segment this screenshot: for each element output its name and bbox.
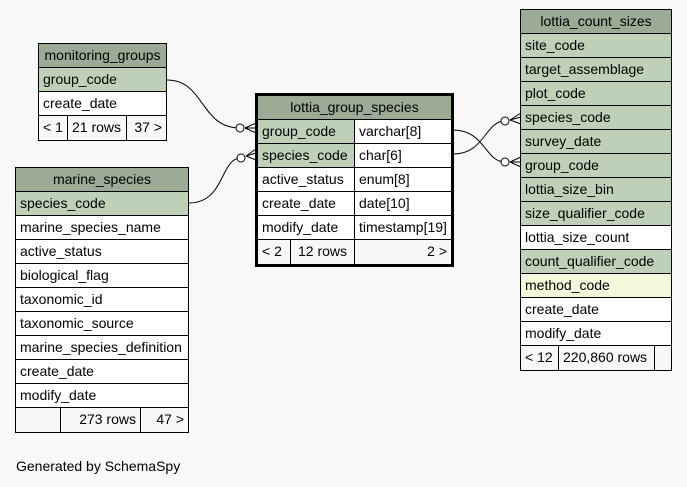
column-biological-flag[interactable]: biological_flag: [16, 264, 188, 288]
column-create-date[interactable]: create_date: [39, 92, 166, 116]
column-type: timestamp[19]: [354, 216, 451, 239]
column-type: char[6]: [354, 144, 451, 167]
parents-link[interactable]: < 2: [262, 243, 282, 259]
parents-link[interactable]: [16, 408, 60, 432]
table-footer: < 12 220,860 rows: [521, 346, 671, 370]
table-title[interactable]: lottia_group_species: [258, 96, 451, 120]
marine-species-table[interactable]: marine_species species_code marine_speci…: [15, 167, 189, 433]
column-taxonomic-source[interactable]: taxonomic_source: [16, 312, 188, 336]
crowfoot-marker: [245, 148, 257, 161]
column-marine-species-definition[interactable]: marine_species_definition: [16, 336, 188, 360]
column-name: species_code: [258, 144, 354, 167]
column-lottia-size-count[interactable]: lottia_size_count: [521, 226, 671, 250]
column-marine-species-name[interactable]: marine_species_name: [16, 216, 188, 240]
column-site-code[interactable]: site_code: [521, 34, 671, 58]
table-footer: < 1 21 rows 37 >: [39, 116, 166, 140]
parents-link[interactable]: < 12: [525, 349, 553, 365]
column-create-date[interactable]: create_date: [521, 298, 671, 322]
column-plot-code[interactable]: plot_code: [521, 82, 671, 106]
table-title[interactable]: marine_species: [16, 168, 188, 192]
parents-link[interactable]: < 1: [43, 119, 63, 135]
column-species-code[interactable]: species_code char[6]: [258, 144, 451, 168]
column-modify-date[interactable]: modify_date: [16, 384, 188, 408]
link-end-optional-marker: [235, 123, 245, 133]
column-species-code[interactable]: species_code: [521, 106, 671, 130]
table-footer: 273 rows 47 >: [16, 408, 188, 432]
column-type: enum[8]: [354, 168, 451, 191]
row-count: 12 rows: [290, 240, 354, 264]
link-group-code-to-lottia-count-sizes-group-code: [452, 129, 506, 163]
row-count: 21 rows: [67, 116, 126, 140]
monitoring-groups-table[interactable]: monitoring_groups group_code create_date…: [38, 43, 167, 141]
column-group-code[interactable]: group_code varchar[8]: [258, 120, 451, 144]
column-name: modify_date: [262, 219, 339, 235]
link-species-code-to-lottia-count-sizes-species-code: [452, 120, 506, 155]
column-lottia-size-bin[interactable]: lottia_size_bin: [521, 178, 671, 202]
table-title[interactable]: monitoring_groups: [39, 44, 166, 68]
children-link[interactable]: 37 >: [126, 116, 166, 140]
column-create-date[interactable]: create_date date[10]: [258, 192, 451, 216]
link-monitoring-groups-to-lottia-group-species: [166, 79, 241, 129]
crowfoot-marker: [509, 156, 522, 168]
link-end-optional-marker: [236, 153, 246, 163]
children-link[interactable]: 2 >: [354, 240, 451, 264]
column-name: create_date: [262, 195, 336, 211]
crowfoot-marker: [509, 112, 522, 125]
link-marine-species-to-lottia-group-species: [188, 157, 242, 204]
lottia-group-species-table[interactable]: lottia_group_species group_code varchar[…: [255, 93, 454, 267]
generated-by-credit: Generated by SchemaSpy: [16, 458, 181, 474]
crowfoot-marker: [244, 122, 257, 134]
column-group-code[interactable]: group_code: [521, 154, 671, 178]
column-taxonomic-id[interactable]: taxonomic_id: [16, 288, 188, 312]
lottia-count-sizes-table[interactable]: lottia_count_sizes site_code target_asse…: [520, 9, 672, 371]
column-survey-date[interactable]: survey_date: [521, 130, 671, 154]
children-link[interactable]: 47 >: [140, 408, 188, 432]
column-name: active_status: [262, 171, 344, 187]
column-create-date[interactable]: create_date: [16, 360, 188, 384]
column-target-assemblage[interactable]: target_assemblage: [521, 58, 671, 82]
row-count: 220,860 rows: [558, 346, 654, 370]
column-count-qualifier-code[interactable]: count_qualifier_code: [521, 250, 671, 274]
children-link[interactable]: [654, 346, 671, 370]
column-modify-date[interactable]: modify_date timestamp[19]: [258, 216, 451, 240]
column-type: date[10]: [354, 192, 451, 215]
column-group-code[interactable]: group_code: [39, 68, 166, 92]
column-method-code[interactable]: method_code: [521, 274, 671, 298]
table-footer: < 2 12 rows 2 >: [258, 240, 451, 264]
column-name: group_code: [258, 120, 354, 143]
column-type: varchar[8]: [354, 120, 451, 143]
link-end-optional-marker: [500, 116, 510, 126]
column-size-qualifier-code[interactable]: size_qualifier_code: [521, 202, 671, 226]
column-species-code[interactable]: species_code: [16, 192, 188, 216]
column-modify-date[interactable]: modify_date: [521, 322, 671, 346]
column-active-status[interactable]: active_status enum[8]: [258, 168, 451, 192]
column-active-status[interactable]: active_status: [16, 240, 188, 264]
link-end-optional-marker: [500, 157, 510, 167]
table-title[interactable]: lottia_count_sizes: [521, 10, 671, 34]
row-count: 273 rows: [60, 408, 140, 432]
